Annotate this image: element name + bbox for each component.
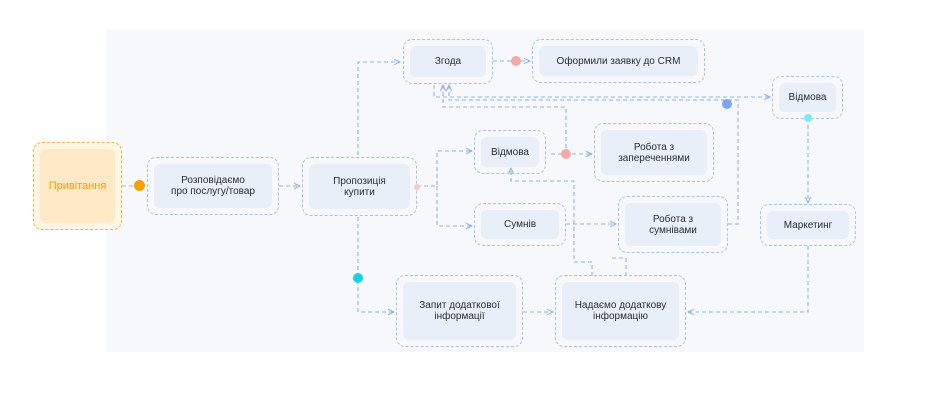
node-greeting-label: Привітання xyxy=(40,149,115,223)
node-provide-info[interactable]: Надаємо додаткову інформацію xyxy=(555,275,686,347)
node-doubts-work-label: Робота з сумнівами xyxy=(625,203,721,246)
node-refuse-mid[interactable]: Відмова xyxy=(474,130,546,174)
edge-offer-refuse xyxy=(417,151,472,187)
edge-marketing-provide xyxy=(688,246,809,312)
node-refuse-mid-label: Відмова xyxy=(481,137,539,167)
node-offer-label: Пропозиція купити xyxy=(309,164,410,209)
edge-provide-refuse xyxy=(511,168,593,276)
node-doubt[interactable]: Сумнів xyxy=(474,203,566,246)
node-request-info[interactable]: Запит додаткової інформації xyxy=(396,275,523,347)
node-crm-label: Оформили заявку до CRM xyxy=(539,46,698,76)
edge-doubtswork-agree xyxy=(449,85,739,225)
node-offer[interactable]: Пропозиція купити xyxy=(302,157,417,216)
connector-dot-agree xyxy=(511,56,521,66)
node-agree-label: Згода xyxy=(410,46,486,77)
connector-dot-blue xyxy=(722,99,732,109)
node-doubt-label: Сумнів xyxy=(481,210,559,239)
connector-dot-offer xyxy=(414,184,420,190)
edge-offer-doubt xyxy=(436,186,472,226)
node-refuse-top[interactable]: Відмова xyxy=(772,76,843,119)
node-agree[interactable]: Згода xyxy=(403,39,493,84)
node-marketing-label: Маркетинг xyxy=(767,211,849,239)
node-crm[interactable]: Оформили заявку до CRM xyxy=(532,39,705,83)
node-objections-label: Робота з запереченнями xyxy=(601,130,707,175)
node-request-info-label: Запит додаткової інформації xyxy=(403,282,516,340)
edge-objections-agree xyxy=(443,85,567,155)
node-provide-info-label: Надаємо додаткову інформацію xyxy=(562,282,679,340)
edge-agree-refuse-top xyxy=(433,85,770,97)
connector-dot-refuse-top xyxy=(804,114,812,122)
edge-offer-agree xyxy=(357,62,400,155)
connector-dot-refuse xyxy=(561,149,571,159)
connector-dot-cyan xyxy=(353,273,363,283)
node-describe[interactable]: Розповідаємо про послугу/товар xyxy=(147,157,279,215)
node-refuse-top-label: Відмова xyxy=(779,83,836,112)
connector-dot-greeting xyxy=(134,180,145,191)
node-greeting[interactable]: Привітання xyxy=(33,142,122,230)
edge-provide-doubtswork xyxy=(611,257,627,276)
edge-offer-request xyxy=(357,217,394,312)
node-doubts-work[interactable]: Робота з сумнівами xyxy=(618,196,728,253)
node-describe-label: Розповідаємо про послугу/товар xyxy=(154,164,272,208)
node-objections[interactable]: Робота з запереченнями xyxy=(594,123,714,182)
node-marketing[interactable]: Маркетинг xyxy=(760,204,856,246)
